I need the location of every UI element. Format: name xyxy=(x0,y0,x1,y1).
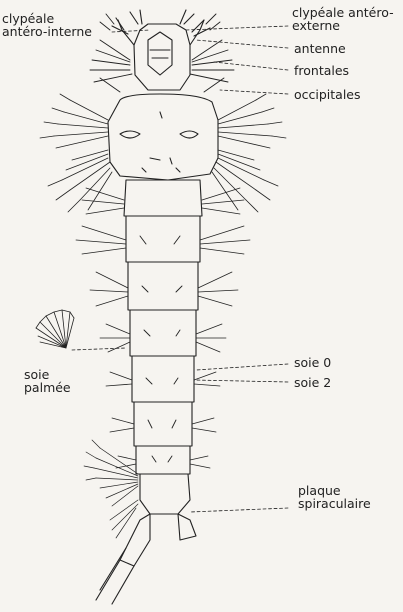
ventral-brush xyxy=(84,440,138,538)
label-frontales: frontales xyxy=(294,64,349,77)
label-plaque-spiraculaire: plaque spiraculaire xyxy=(298,484,371,510)
label-soie-palmee: soie palmée xyxy=(24,368,71,394)
thorax xyxy=(108,94,218,180)
label-soie-2: soie 2 xyxy=(294,376,331,389)
palmate-hair-inset xyxy=(36,310,74,348)
head xyxy=(112,10,210,90)
siphon xyxy=(96,514,196,604)
label-clypeale-antero-interne: clypéale antéro-interne xyxy=(2,12,92,38)
abdomen-details xyxy=(140,236,182,462)
label-occipitales: occipitales xyxy=(294,88,361,101)
thorax-setae-left xyxy=(40,94,112,212)
thorax-setae-right xyxy=(212,94,286,212)
label-clypeale-antero-externe: clypéale antéro- externe xyxy=(292,6,394,32)
label-soie-0: soie 0 xyxy=(294,356,331,369)
leader-lines xyxy=(72,26,288,512)
abdomen-setae-left xyxy=(76,188,136,468)
label-antenne: antenne xyxy=(294,42,346,55)
abdomen-setae-right xyxy=(190,188,250,468)
